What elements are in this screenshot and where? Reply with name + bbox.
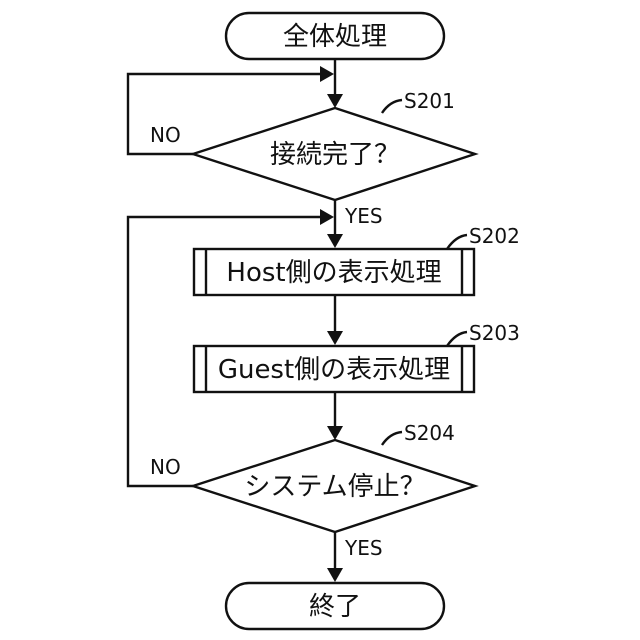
s202-step-leader — [447, 235, 467, 249]
arrowhead-into-s202 — [327, 234, 343, 248]
process-guest-display-label: Guest側の表示処理 — [218, 355, 450, 385]
start-terminal-label: 全体処理 — [283, 22, 387, 52]
decision-connection-complete-label: 接続完了？ — [270, 140, 400, 170]
step-label-s201: S201 — [404, 89, 455, 113]
end-terminal-label: 終了 — [309, 592, 361, 622]
arrowhead-s201-no-loop — [320, 66, 334, 82]
end-terminal: 終了 — [226, 583, 444, 629]
process-host-display: Host側の表示処理 — [194, 249, 474, 295]
s204-no-label: NO — [150, 455, 181, 479]
s203-step-leader — [447, 332, 467, 346]
s204-yes-label: YES — [344, 536, 383, 560]
arrowhead-into-s203 — [327, 331, 343, 345]
s201-step-leader — [382, 100, 402, 113]
step-label-s203: S203 — [469, 321, 520, 345]
process-guest-display: Guest側の表示処理 — [194, 346, 474, 392]
decision-system-stop: システム停止？ — [193, 440, 475, 532]
step-label-s204: S204 — [404, 421, 455, 445]
start-terminal: 全体処理 — [226, 13, 444, 59]
s201-yes-label: YES — [344, 204, 383, 228]
arrowhead-into-s201 — [327, 94, 343, 108]
step-label-s202: S202 — [469, 224, 520, 248]
s204-step-leader — [382, 432, 402, 445]
arrowhead-into-s204 — [327, 426, 343, 440]
decision-connection-complete: 接続完了？ — [193, 108, 475, 200]
s201-no-label: NO — [150, 123, 181, 147]
process-host-display-label: Host側の表示処理 — [226, 258, 441, 288]
decision-system-stop-label: システム停止？ — [244, 472, 425, 502]
arrowhead-s204-no-loop — [320, 209, 334, 225]
arrowhead-into-end — [327, 568, 343, 582]
